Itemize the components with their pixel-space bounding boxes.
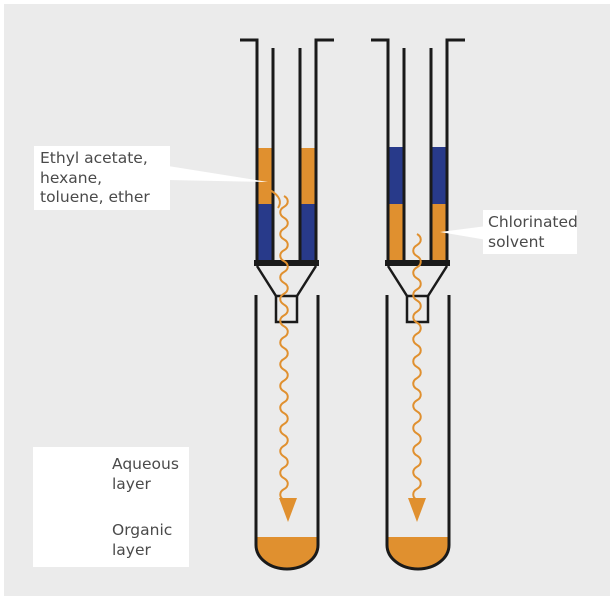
- right-aqueous-layer-right: [431, 147, 447, 204]
- left-flow-path: [269, 189, 281, 209]
- left-callout-pointer: [168, 166, 268, 182]
- left-aqueous-layer-right: [300, 204, 316, 262]
- legend-label-organic: Organic layer: [112, 521, 173, 559]
- left-apparatus: [240, 38, 334, 571]
- left-stem: [274, 294, 299, 324]
- right-flow-arrowhead: [408, 498, 426, 522]
- left-flow-squiggle: [279, 195, 289, 501]
- right-callout-pointer: [440, 226, 487, 240]
- left-collection-tube: [254, 295, 320, 571]
- callout-pointers: [168, 166, 487, 240]
- legend-label-aqueous: Aqueous layer: [112, 455, 179, 493]
- right-organic-layer-right: [431, 204, 447, 262]
- left-collection-fill: [256, 537, 318, 569]
- legend: [33, 447, 189, 567]
- left-solvent-label: Ethyl acetate, hexane, toluene, ether: [40, 149, 150, 206]
- left-flow-arrowhead: [279, 498, 297, 522]
- right-apparatus: [371, 38, 465, 571]
- right-funnel: [386, 265, 449, 297]
- right-collection-tube: [385, 295, 451, 571]
- left-organic-layer-right: [300, 148, 316, 204]
- right-flow-squiggle: [412, 233, 422, 501]
- right-organic-layer-left: [388, 204, 404, 262]
- left-aqueous-layer-left: [257, 204, 273, 262]
- right-tube-walls: [371, 38, 465, 262]
- right-collection-fill: [387, 537, 449, 569]
- left-funnel: [255, 265, 318, 297]
- right-solvent-label: Chlorinated solvent: [488, 213, 578, 251]
- left-solvent-callout: Ethyl acetate, hexane, toluene, ether: [34, 146, 170, 210]
- left-organic-layer-left: [257, 148, 273, 204]
- left-tube-walls: [240, 38, 334, 262]
- right-aqueous-layer-left: [388, 147, 404, 204]
- right-solvent-callout: Chlorinated solvent: [483, 210, 578, 254]
